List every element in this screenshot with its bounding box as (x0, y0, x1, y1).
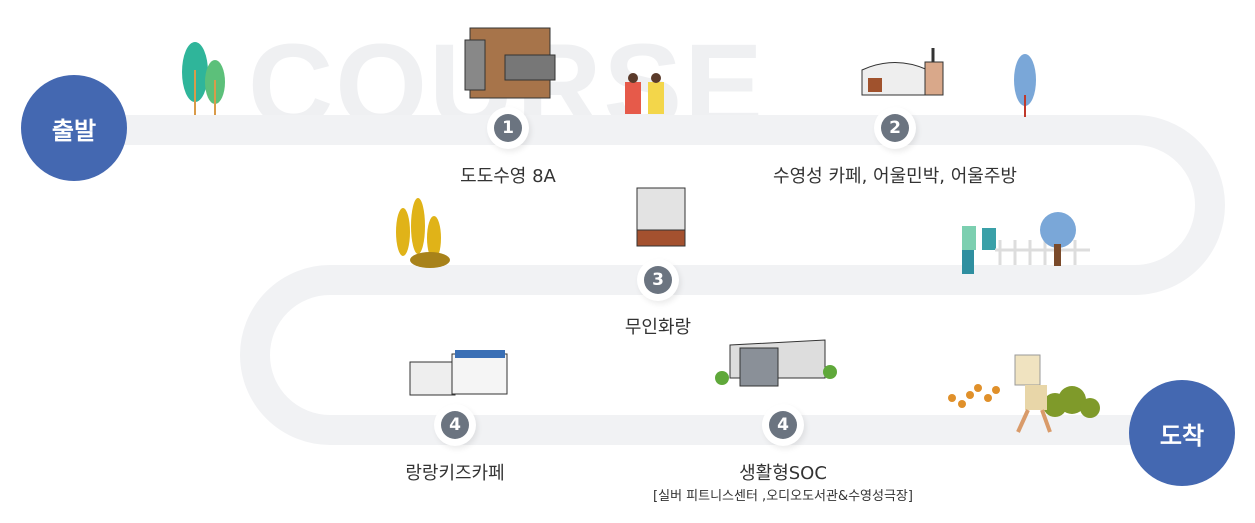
fence-icon (995, 240, 1090, 265)
building-icon (464, 27, 556, 99)
building-icon (636, 187, 686, 247)
stop-number-badge: 3 (644, 266, 672, 294)
course-road (75, 115, 1225, 445)
bush-icon (1043, 386, 1100, 418)
building-icon (861, 48, 944, 96)
building-icon (409, 350, 508, 396)
stop-label[interactable]: 도도수영 8A (460, 166, 556, 187)
tree-icon (396, 198, 450, 268)
end-marker: 도착 (1129, 380, 1235, 486)
stop-number-badge: 4 (441, 411, 469, 439)
tree-icon (182, 42, 225, 115)
start-marker: 출발 (21, 75, 127, 181)
people-icon (962, 226, 996, 274)
stop-label[interactable]: 랑랑키즈카페 (405, 463, 505, 484)
people-icon (625, 73, 664, 114)
stop-label[interactable]: 수영성 카페, 어울민박, 어울주방 (773, 166, 1017, 187)
stop-number-badge: 4 (769, 411, 797, 439)
traveler-icon (1014, 354, 1052, 433)
stop-number-badge: 2 (881, 114, 909, 142)
tree-icon (1040, 212, 1076, 266)
building-icon (715, 339, 837, 387)
stop-detail: [실버 피트니스센터 ,오디오도서관&수영성극장] (653, 489, 913, 504)
flower-icon (948, 384, 1000, 408)
tree-icon (1014, 54, 1036, 117)
stop-label[interactable]: 생활형SOC (739, 463, 827, 484)
stop-label[interactable]: 무인화랑 (624, 317, 692, 338)
stop-number-badge: 1 (494, 114, 522, 142)
